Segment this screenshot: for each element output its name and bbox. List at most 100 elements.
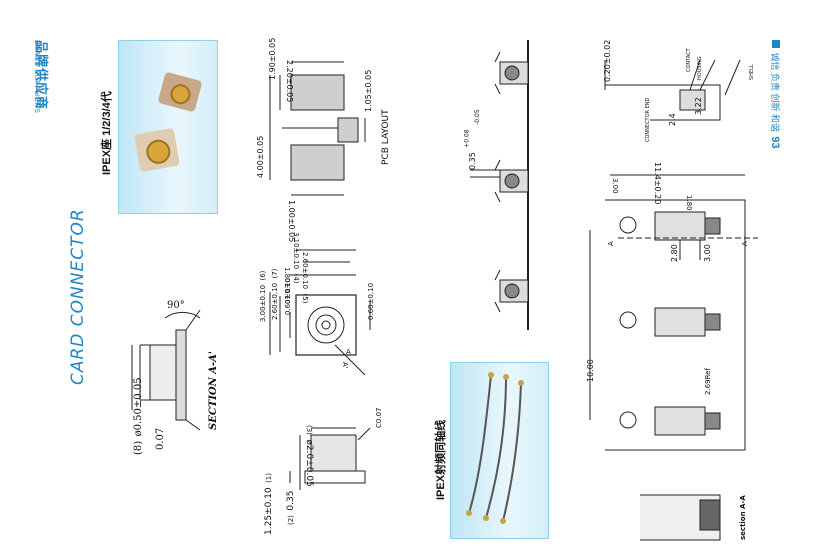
sa-h322-wrap: 3.22	[688, 97, 706, 115]
ct-d300-wrap: 3.00	[697, 244, 715, 262]
card-gap-wrap: 0.35 +0.08 -0.05	[462, 109, 482, 170]
pcb-h1: 1.90±0.05	[268, 37, 277, 80]
h-c-label: 0.60±0.10	[284, 277, 292, 315]
card-connector-title: CARD CONNECTOR	[68, 208, 88, 385]
pcb-caption: PCB LAYOUT	[381, 109, 391, 165]
sa-shell-wrap: SHELL	[740, 64, 758, 80]
slogan-text: 诚信 负责 创新 和谐	[770, 52, 780, 132]
sa-shell: SHELL	[749, 64, 755, 80]
sa-t020: 0.20±0.02	[603, 39, 612, 82]
ct-a-right-wrap: A	[734, 241, 752, 246]
ct-d280-wrap: 2.80	[664, 244, 682, 262]
d-top-note: (3)	[305, 425, 313, 435]
ct-d18: 1.80	[685, 195, 693, 211]
connector-photo-1	[157, 71, 203, 113]
depth-wrap: 0.07	[150, 428, 168, 450]
sa-housing-wrap: HOUSING	[688, 56, 706, 80]
pcb-h2-wrap: 4.00±0.05	[250, 136, 268, 178]
page-number: 93	[769, 136, 781, 149]
w-inner-wrap: 2.60±0.10 (5)	[298, 252, 316, 303]
angle-label: 90°	[167, 300, 185, 311]
sa-connector-end: CONNECTOR END	[645, 97, 651, 142]
slogan-wrap: 诚信 负责 创新 和谐 93	[767, 40, 785, 149]
card-connector-title-wrap: CARD CONNECTOR	[68, 208, 88, 385]
cable-lines	[466, 372, 524, 524]
card-gap: 0.35	[468, 152, 477, 170]
ipex-label: IPEX座 1/2/3/4代	[101, 91, 113, 175]
sa-housing: HOUSING	[697, 56, 703, 80]
sa-h322: 3.22	[694, 97, 703, 115]
w-inner-label: 2.60±0.10	[301, 252, 309, 290]
pcb-layout-drawing	[269, 61, 366, 196]
sa-h24-wrap: 2.4	[662, 113, 680, 126]
pcb-h3: 1.05±0.05	[364, 69, 373, 112]
ct-ref-wrap: 2.69Ref	[697, 368, 715, 395]
contact-pin-2	[494, 159, 529, 203]
ct-d300: 3.00	[703, 244, 712, 262]
h-c-wrap: 0.60±0.10	[277, 278, 295, 315]
ct-d18-wrap: 1.80	[682, 195, 700, 211]
terminal-1	[654, 211, 721, 241]
ct-a-left-wrap: A	[600, 241, 618, 246]
section-caption: SECTION A-A'	[208, 351, 219, 430]
terminal-2	[654, 307, 721, 337]
ipex-photo	[118, 40, 218, 214]
card-top-drawing	[589, 174, 758, 451]
ct-a-left: A	[607, 241, 615, 246]
cable-photo	[450, 362, 549, 539]
side-view-drawing	[289, 427, 371, 490]
h-base-wrap: (2) 0.35	[280, 491, 298, 525]
h-base-note: (2)	[287, 515, 295, 525]
a2-label: A'	[341, 362, 349, 369]
section-a-a-drawing	[131, 309, 201, 431]
card-tol-minus: -0.05	[474, 109, 482, 125]
card-side-drawing	[470, 40, 529, 330]
terminal-3	[654, 406, 721, 436]
ct-d3: 3.00	[611, 178, 619, 194]
ipex-label-wrap: IPEX座 1/2/3/4代	[98, 91, 114, 175]
sa-t020-wrap: 0.20±0.02	[597, 40, 615, 82]
ct-d3-wrap: 3.00	[608, 178, 626, 194]
a2-wrap: A'	[338, 362, 356, 369]
h-base-label: 0.35	[286, 490, 296, 511]
ct-d1000: 10.00	[586, 359, 595, 382]
dia-wrap: (8) ø0.50±0.05	[128, 377, 146, 455]
ct-ref: 2.69Ref	[704, 368, 712, 395]
d-top-label: ø2.0±0.05	[304, 439, 314, 487]
sa-h24: 2.4	[668, 113, 677, 126]
sa-caption: section A-A	[739, 495, 747, 540]
ct-d280: 2.80	[670, 244, 679, 262]
dia-note: (8)	[133, 440, 144, 455]
depth-label: 0.07	[155, 427, 166, 450]
sa-connector-end-wrap: CONNECTOR END	[636, 98, 654, 142]
cable-label: IPEX射频同轴线	[435, 419, 447, 500]
pcb-h3-wrap: 1.05±0.05	[358, 70, 376, 112]
sa-caption-wrap: section A-A	[732, 495, 750, 540]
pcb-w2-wrap: 1.00±0.05	[284, 200, 302, 242]
h-d-label: 0.60±0.10	[367, 282, 375, 320]
c007-wrap: C0.07	[368, 408, 386, 428]
c007-label: C0.07	[375, 407, 383, 428]
h-total-note: (1)	[265, 473, 273, 483]
card-tol-plus: +0.08	[463, 129, 471, 148]
pcb-w1: 2.20±0.05	[285, 60, 294, 103]
pcb-w2: 1.00±0.05	[287, 200, 296, 243]
h-total-label: 1.25±0.10	[264, 487, 274, 535]
brand-title-en: BRAND SUPPLIERS	[33, 40, 40, 114]
connector-photo-2	[134, 127, 180, 173]
top-view-drawing	[269, 249, 371, 376]
ct-a-right: A	[741, 241, 749, 246]
pcb-caption-wrap: PCB LAYOUT	[375, 109, 393, 165]
ct-length-wrap: 11.4±0.20	[650, 162, 668, 204]
dia-label: ø0.50±0.05	[133, 377, 144, 437]
ct-length: 11.4±0.20	[653, 162, 662, 205]
h-total-wrap: 1.25±0.10 (1)	[258, 473, 276, 535]
a-label: A	[346, 348, 351, 356]
pcb-w1-wrap: 2.20±0.05	[282, 60, 300, 102]
ct-d1000-wrap: 10.00	[580, 359, 598, 382]
pcb-h2: 4.00±0.05	[256, 135, 265, 178]
cable-label-wrap: IPEX射频同轴线	[432, 420, 448, 500]
h-d-wrap: 0.60±0.10	[360, 283, 378, 320]
slogan-marker-icon	[772, 40, 781, 48]
